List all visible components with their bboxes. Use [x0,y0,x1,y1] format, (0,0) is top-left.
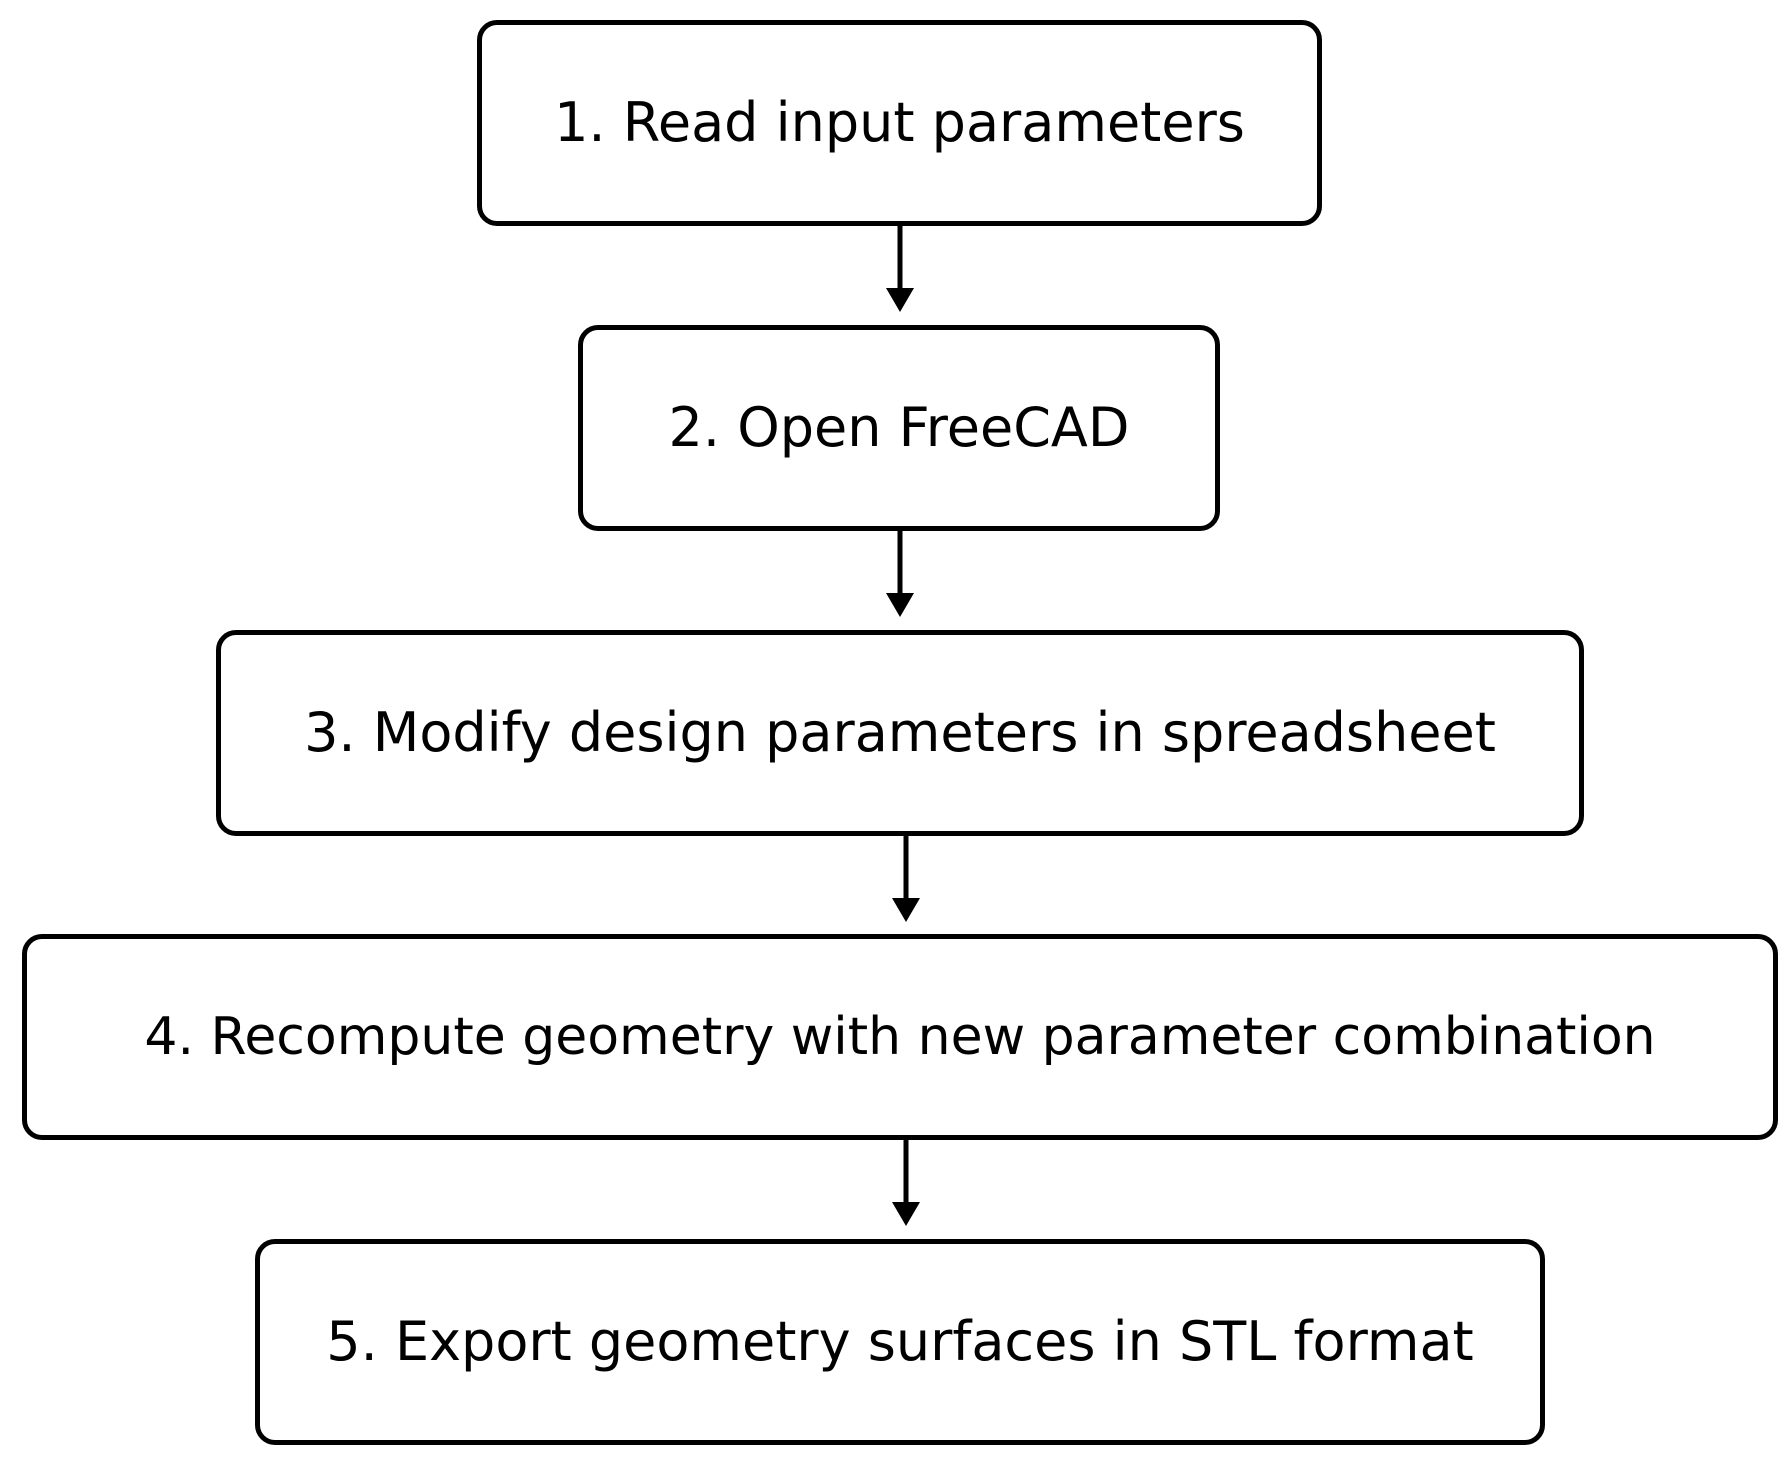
arrow-1-to-2 [886,226,914,312]
arrow-4-to-5 [892,1140,920,1226]
step-recompute-geometry: 4. Recompute geometry with new parameter… [22,934,1778,1140]
step-modify-design-parameters: 3. Modify design parameters in spreadshe… [216,630,1584,836]
arrow-3-to-4 [892,836,920,922]
step-label: 5. Export geometry surfaces in STL forma… [326,1310,1474,1373]
step-label: 2. Open FreeCAD [668,396,1130,459]
step-read-input-parameters: 1. Read input parameters [477,20,1322,226]
step-label: 1. Read input parameters [554,91,1245,154]
step-label: 3. Modify design parameters in spreadshe… [304,701,1496,764]
step-open-freecad: 2. Open FreeCAD [578,325,1220,531]
arrow-2-to-3 [886,531,914,617]
step-export-stl: 5. Export geometry surfaces in STL forma… [255,1239,1545,1445]
step-label: 4. Recompute geometry with new parameter… [144,1007,1656,1067]
